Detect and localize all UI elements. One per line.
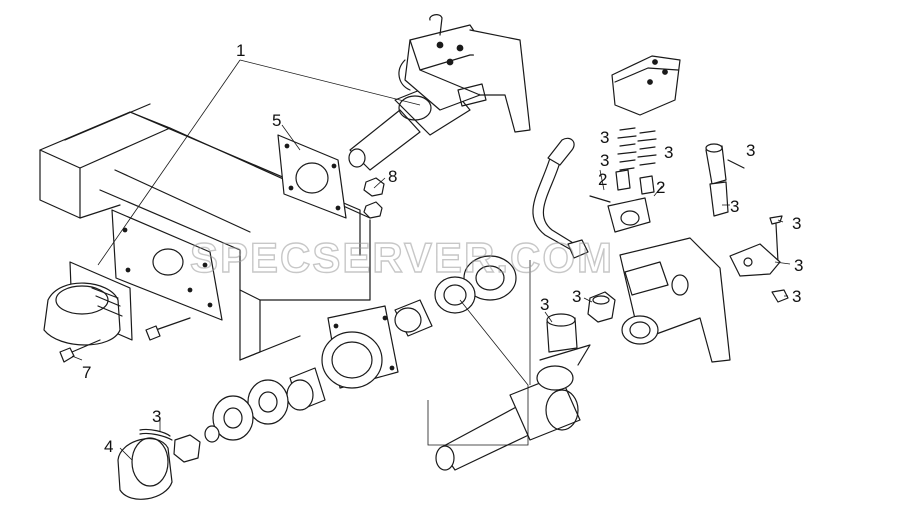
callout-3-pin: 3 xyxy=(746,141,755,160)
plunger-pin xyxy=(705,143,745,217)
nut-3 xyxy=(587,291,616,323)
plate-5 xyxy=(277,134,347,219)
callout-3-bushing: 3 xyxy=(540,295,549,314)
bushing-3 xyxy=(546,313,578,353)
bolt-7 xyxy=(59,317,191,363)
callout-5: 5 xyxy=(272,111,281,130)
bolt-bracket-nut xyxy=(729,215,789,303)
callout-3-bracket: 3 xyxy=(794,256,803,275)
callout-2-pin-right: 2 xyxy=(656,178,665,197)
frame-crossmember xyxy=(39,103,371,361)
springs-3 xyxy=(617,127,657,171)
coupling-head-assembly xyxy=(348,14,531,171)
ring-stack xyxy=(394,255,517,337)
callout-3-plunger: 3 xyxy=(730,197,739,216)
drawbar-shaft xyxy=(435,344,591,471)
spring-bushings xyxy=(204,367,326,443)
callout-4: 4 xyxy=(104,437,113,456)
callout-3-nut: 3 xyxy=(572,287,581,306)
callout-3-nut-right: 3 xyxy=(792,287,801,306)
pins-2 xyxy=(589,169,655,203)
callout-3-bolt: 3 xyxy=(792,214,801,233)
castle-nut xyxy=(139,428,201,463)
leader-lines xyxy=(71,59,791,461)
frame-mounting-plate xyxy=(111,209,223,321)
callout-3-spring-left-2: 3 xyxy=(600,151,609,170)
callout-3-spring-right: 3 xyxy=(664,143,673,162)
dust-cap-4 xyxy=(117,437,173,500)
callout-1: 1 xyxy=(236,41,245,60)
callout-3-castle-nut: 3 xyxy=(152,407,161,426)
callout-3-spring-left: 3 xyxy=(600,128,609,147)
release-lever xyxy=(532,137,589,259)
lever-bracket-housing xyxy=(619,237,731,363)
callout-7: 7 xyxy=(82,363,91,382)
callout-8: 8 xyxy=(388,167,397,186)
flange-housing xyxy=(321,305,399,389)
locking-cap xyxy=(611,55,681,116)
latch-block xyxy=(607,197,651,233)
rear-coupling-cover xyxy=(43,261,133,346)
nuts-8 xyxy=(363,177,385,219)
watermark: SPECSERVER.COM xyxy=(190,234,614,281)
callout-2-pin-left: 2 xyxy=(598,170,607,189)
